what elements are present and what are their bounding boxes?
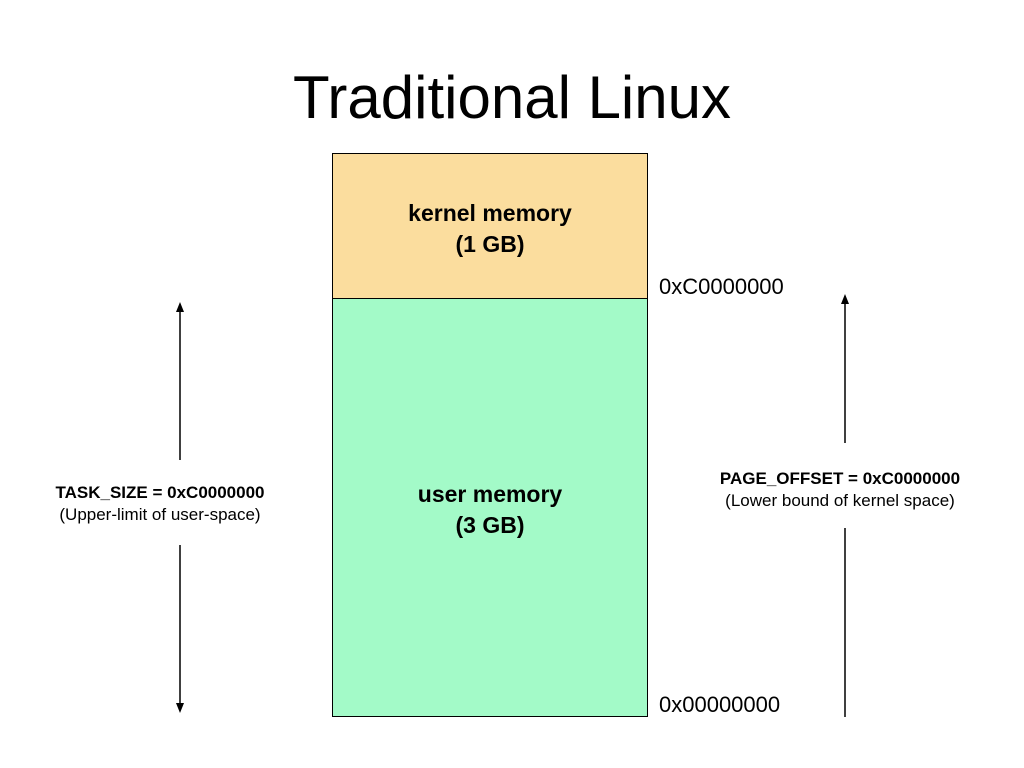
page-offset-note: (Lower bound of kernel space)	[725, 491, 955, 510]
page-offset-annotation: PAGE_OFFSET = 0xC0000000 (Lower bound of…	[690, 468, 990, 512]
base-address: 0x00000000	[659, 692, 781, 717]
task-size-label: TASK_SIZE = 0xC0000000	[55, 483, 265, 502]
kernel-memory-size: (1 GB)	[455, 231, 525, 257]
page-offset-label: PAGE_OFFSET = 0xC0000000	[719, 469, 961, 488]
task-size-annotation: TASK_SIZE = 0xC0000000 (Upper-limit of u…	[20, 482, 300, 526]
boundary-address: 0xC0000000	[659, 274, 784, 299]
user-memory-label: user memory	[417, 481, 563, 507]
slide-title: Traditional Linux	[292, 64, 732, 131]
kernel-memory-block: kernel memory (1 GB)	[332, 153, 648, 299]
user-memory-size: (3 GB)	[455, 512, 525, 538]
task-size-note: (Upper-limit of user-space)	[59, 505, 261, 524]
kernel-memory-label: kernel memory	[408, 200, 572, 226]
user-memory-block: user memory (3 GB)	[332, 298, 648, 717]
